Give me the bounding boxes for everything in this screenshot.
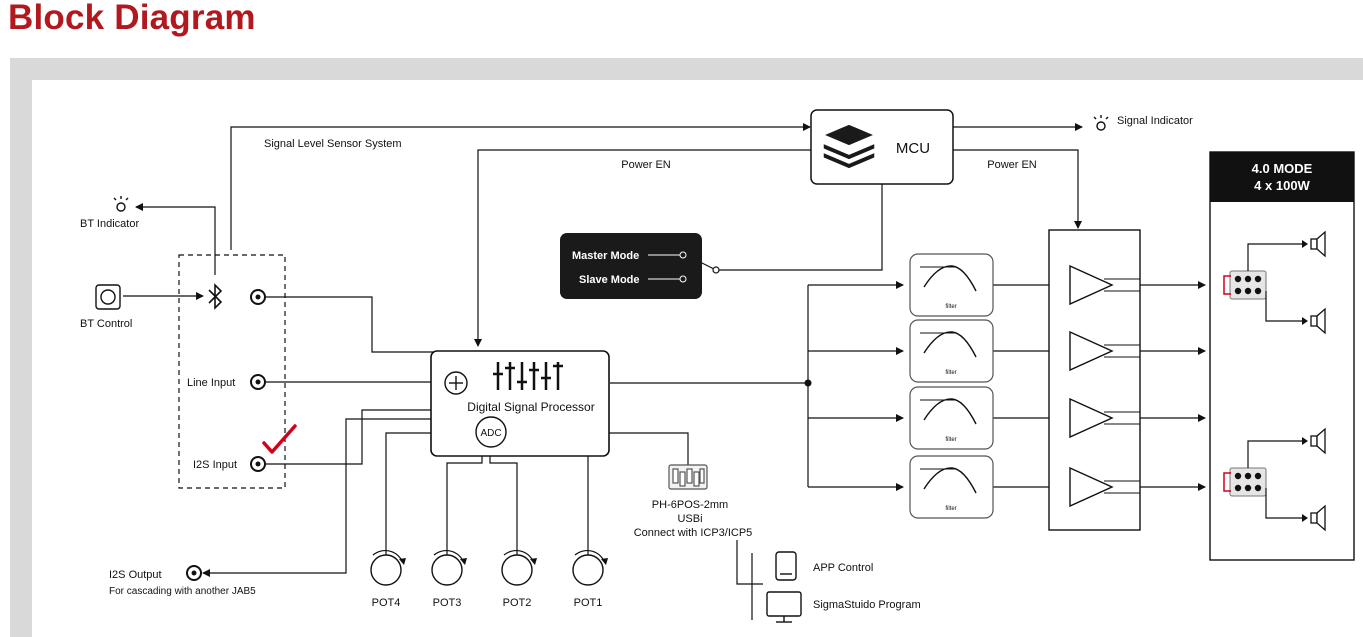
layers-icon — [821, 123, 877, 170]
terminal-block-1 — [1223, 240, 1308, 325]
sigma-program-label: SigmaStuido Program — [813, 599, 921, 611]
connector-icon — [668, 464, 708, 490]
signal-indicator-icon — [1093, 115, 1109, 131]
bt-indicator-icon — [113, 196, 129, 212]
pot-label-pot1: POT1 — [574, 597, 603, 609]
speaker-icon-4 — [1310, 504, 1326, 532]
line-input-jack-icon — [250, 374, 266, 390]
dsp-block: Digital Signal Processor ADC — [430, 350, 610, 457]
bt-control-button-icon — [95, 284, 121, 310]
filter-1: filter — [909, 253, 994, 317]
switch-pivot — [712, 266, 720, 274]
cascading-note: For cascading with another JAB5 — [109, 586, 256, 597]
master-mode-label: Master Mode — [572, 250, 639, 262]
bluetooth-icon — [208, 283, 223, 310]
mcu-block: MCU — [810, 109, 954, 185]
bt-jack-icon — [250, 289, 266, 305]
bt-control-label: BT Control — [80, 318, 132, 330]
equalizer-icon — [493, 362, 563, 390]
i2s-input-jack-icon — [250, 456, 266, 472]
page-title: Block Diagram — [8, 0, 256, 37]
amps-group — [1069, 264, 1140, 508]
dsp-label: Digital Signal Processor — [467, 400, 594, 414]
connector-label-2: USBi — [677, 513, 702, 525]
filter-label: filter — [945, 370, 956, 376]
filter-label: filter — [945, 437, 956, 443]
filter-label: filter — [945, 304, 956, 310]
amplifier-1 — [1069, 264, 1140, 306]
pot-label-pot4: POT4 — [372, 597, 401, 609]
speaker-icon-1 — [1310, 230, 1326, 258]
output-mode-panel: 4.0 MODE 4 x 100W — [1209, 151, 1355, 561]
amplifier-2 — [1069, 330, 1140, 372]
pot-knob-pot1 — [572, 549, 608, 586]
slave-mode-label: Slave Mode — [579, 274, 640, 286]
filters-group: filter filter filter filter — [909, 253, 994, 519]
checkmark-icon — [262, 424, 297, 454]
pot-label-pot2: POT2 — [503, 597, 532, 609]
pot-knob-pot3 — [431, 549, 467, 586]
monitor-icon — [766, 591, 802, 623]
adc-label: ADC — [480, 428, 501, 439]
speaker-icon-2 — [1310, 307, 1326, 335]
filter-label: filter — [945, 506, 956, 512]
pot-label-pot3: POT3 — [433, 597, 462, 609]
amplifier-4 — [1069, 466, 1140, 508]
signal-level-sensor-label: Signal Level Sensor System — [264, 138, 402, 150]
app-control-label: APP Control — [813, 562, 873, 574]
phone-icon — [775, 551, 797, 581]
summing-node-icon — [444, 371, 468, 395]
signal-indicator-label: Signal Indicator — [1117, 115, 1193, 127]
pot-knob-pot2 — [501, 549, 537, 586]
diagram-sheet — [32, 80, 1363, 637]
bus-junction — [804, 379, 812, 387]
speaker-icon-3 — [1310, 427, 1326, 455]
mode-line-1: 4.0 MODE — [1252, 161, 1313, 176]
line-input-label: Line Input — [187, 377, 235, 389]
amplifier-3 — [1069, 397, 1140, 439]
mode-line-2: 4 x 100W — [1254, 178, 1310, 193]
mcu-label: MCU — [896, 140, 930, 157]
adc-circle — [475, 416, 507, 448]
power-en-left-label: Power EN — [621, 159, 671, 171]
pot-knob-pot4 — [370, 549, 406, 586]
filter-3: filter — [909, 386, 994, 450]
i2s-output-jack-icon — [186, 565, 202, 581]
connector-label-1: PH-6POS-2mm — [652, 499, 728, 511]
i2s-input-label: I2S Input — [193, 459, 237, 471]
filter-2: filter — [909, 319, 994, 383]
filter-4: filter — [909, 455, 994, 519]
bt-indicator-label: BT Indicator — [80, 218, 139, 230]
input-module-box — [178, 254, 286, 489]
connector-label-3: Connect with ICP3/ICP5 — [634, 527, 753, 539]
terminals-group — [1223, 230, 1326, 532]
power-en-right-label: Power EN — [987, 159, 1037, 171]
mode-switch-block: Master Mode Slave Mode — [560, 233, 702, 299]
i2s-output-label: I2S Output — [109, 569, 162, 581]
terminal-block-2 — [1223, 437, 1308, 522]
pots-group: POT4 POT3 POT2 POT1 — [370, 549, 608, 609]
